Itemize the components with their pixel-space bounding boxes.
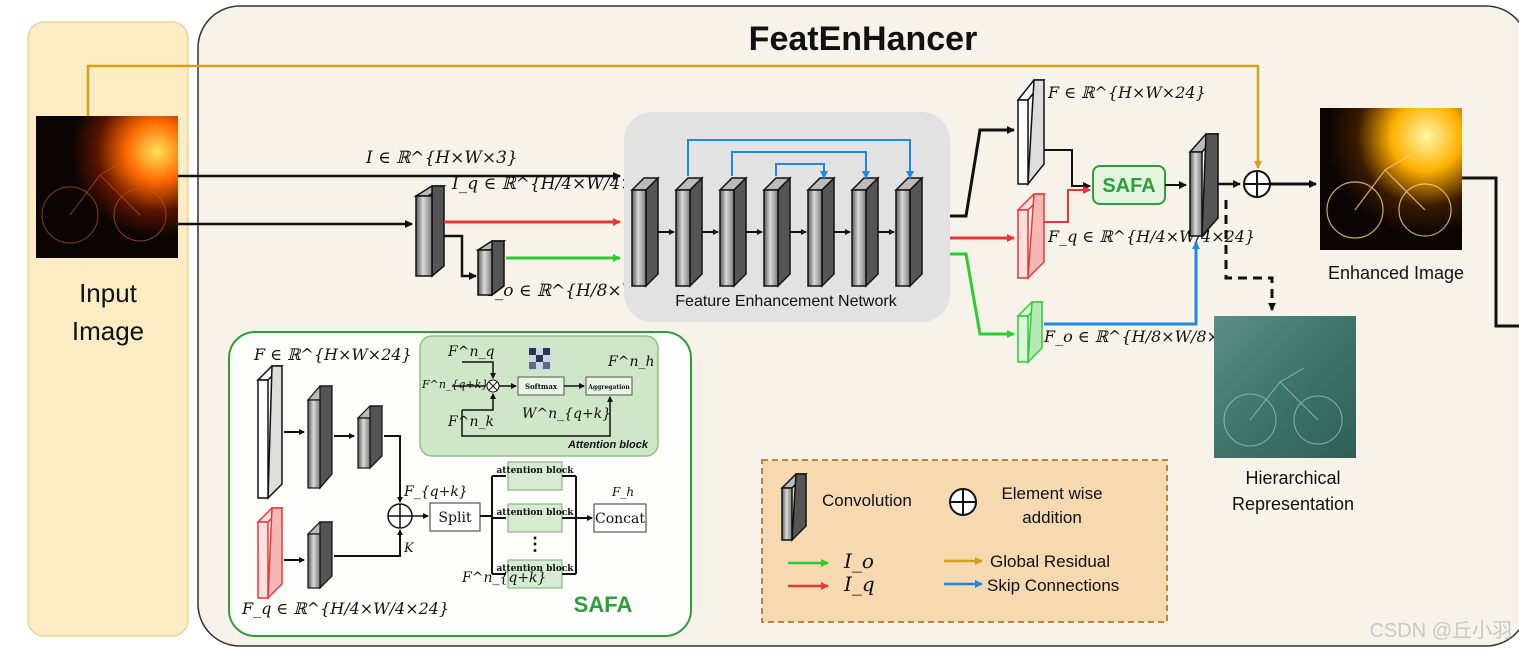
safa-add-icon <box>387 503 413 529</box>
attn-softmax-label: Softmax <box>525 382 558 391</box>
safa-arrow-c <box>384 435 403 503</box>
conv-downsample-2 <box>475 240 507 297</box>
attn-block-1: attention block <box>496 466 574 476</box>
arrow-to-F <box>950 126 1015 218</box>
fen-conv-5 <box>806 176 836 288</box>
legend-skip: Skip Connections <box>987 576 1119 595</box>
enhanced-label: Enhanced Image <box>1328 263 1464 283</box>
fen-conv-7 <box>894 176 924 288</box>
attn-arrow-q <box>462 361 496 379</box>
attn-arrow-k <box>462 393 496 411</box>
legend-element-wise-1: Element wise <box>1001 484 1102 503</box>
feature-Fo-block <box>1016 301 1044 364</box>
safa-detail-title: SAFA <box>574 592 633 617</box>
safa-Fq-bottom: F_q ∈ ℝ^{H/4×W/4×24} <box>241 599 449 618</box>
attn-multiply-icon <box>486 379 500 393</box>
safa-Fqk-n: F^n_{q+k} <box>461 570 546 586</box>
label-Iq: I_q ∈ ℝ^{H/4×W/4×3} <box>451 174 656 194</box>
safa-Fqk-label: F_{q+k} <box>403 484 468 500</box>
attention-block-panel <box>419 335 659 457</box>
safa-concat-label: Concat <box>595 511 645 527</box>
safa-Fh-out: F_h <box>611 485 634 499</box>
dashed-to-hierarchical <box>1224 200 1276 311</box>
safa-F-top: F ∈ ℝ^{H×W×24} <box>253 345 412 364</box>
safa-block-label: SAFA <box>1102 175 1155 197</box>
attn-aggregation-box <box>585 376 633 396</box>
fen-convs <box>630 176 924 288</box>
feature-F-block <box>1016 79 1046 187</box>
enhanced-image <box>1320 108 1462 250</box>
safa-conv-3 <box>306 521 334 590</box>
safa-arrow-e <box>334 529 403 557</box>
input-image <box>36 116 178 258</box>
fen-conv-4 <box>762 176 792 288</box>
arrow-F-to-safa <box>1044 149 1091 190</box>
attn-W-n: W^n_{q+k} <box>522 406 611 422</box>
arrow-conv1-conv2 <box>444 234 477 280</box>
attn-block-3: attention block <box>496 564 574 574</box>
label-Fq: F_q ∈ ℝ^{H/4×W/4×24} <box>1047 227 1255 246</box>
safa-Fq-input-block <box>256 507 284 600</box>
attn-Fq-n: F^n_q <box>447 344 494 360</box>
attn-Fk-n: F^n_k <box>447 414 494 430</box>
attn-aggregation-label: Aggregation <box>587 384 630 391</box>
fen-conv-1 <box>630 176 660 288</box>
safa-conv-2 <box>356 405 384 470</box>
skip-connection-3 <box>775 163 828 179</box>
legend-convolution: Convolution <box>822 491 912 510</box>
attn-Fh-n: F^n_h <box>607 354 654 370</box>
safa-split-fan <box>480 475 506 575</box>
global-residual-arrow <box>86 64 1262 169</box>
hierarchical-label-line2: Representation <box>1232 494 1354 514</box>
conv-final <box>1188 133 1220 239</box>
arrow-to-Fo <box>950 252 1015 338</box>
safa-F-input-block <box>256 365 284 500</box>
element-wise-add-icon <box>1243 170 1271 198</box>
safa-attention-blocks: attention block attention block attentio… <box>496 461 574 589</box>
hierarchical-label-line1: Hierarchical <box>1245 468 1340 488</box>
diagram-title: FeatEnHancer <box>749 20 978 58</box>
attn-Fqk-n: F^n_{q+k} <box>421 378 488 391</box>
hierarchical-image-bike <box>1223 367 1343 447</box>
arrow-enhanced-out <box>1462 176 1519 328</box>
legend-add-icon <box>949 488 977 516</box>
label-I-full: I ∈ ℝ^{H×W×3} <box>365 148 518 168</box>
fen-label: Feature Enhancement Network <box>675 293 897 310</box>
input-label-line2: Image <box>72 316 144 346</box>
safa-conv-1 <box>306 385 334 490</box>
legend-Iq: I_q <box>843 572 875 596</box>
safa-split-label: Split <box>438 510 472 526</box>
skip-connection-1 <box>687 139 914 179</box>
fen-conv-3 <box>718 176 748 288</box>
attn-block-2: attention block <box>496 508 574 518</box>
feature-Fq-block <box>1016 193 1046 280</box>
legend-panel <box>761 459 1168 623</box>
legend-element-wise-2: addition <box>1022 508 1082 527</box>
attn-caption: Attention block <box>567 439 649 451</box>
enhanced-image-bike <box>1326 154 1452 239</box>
label-F-full: F ∈ ℝ^{H×W×24} <box>1047 83 1206 102</box>
conv-downsample-1 <box>413 185 447 278</box>
legend-conv-icon <box>780 473 808 542</box>
arrow-Fq-to-safa <box>1044 186 1091 223</box>
input-label-line1: Input <box>79 278 138 308</box>
legend-global-residual: Global Residual <box>990 552 1110 571</box>
input-image-bike <box>41 159 167 244</box>
arrow-Fo-skip <box>1044 241 1200 326</box>
fen-conv-6 <box>850 176 880 288</box>
attn-arrow-k-agg <box>461 396 613 437</box>
safa-split-box <box>429 502 481 532</box>
label-Fo: F_o ∈ ℝ^{H/8×W/8×24} <box>1043 327 1251 346</box>
safa-concat-box <box>593 503 647 533</box>
safa-K-label: K <box>403 541 415 556</box>
attn-checker-icon <box>529 348 551 370</box>
watermark: CSDN @丘小羽 <box>1369 619 1512 642</box>
attn-ellipsis: ⋮ <box>526 534 544 554</box>
fen-conv-2 <box>674 176 704 288</box>
skip-connection-2 <box>731 151 870 179</box>
legend-Io: I_o <box>843 549 874 573</box>
